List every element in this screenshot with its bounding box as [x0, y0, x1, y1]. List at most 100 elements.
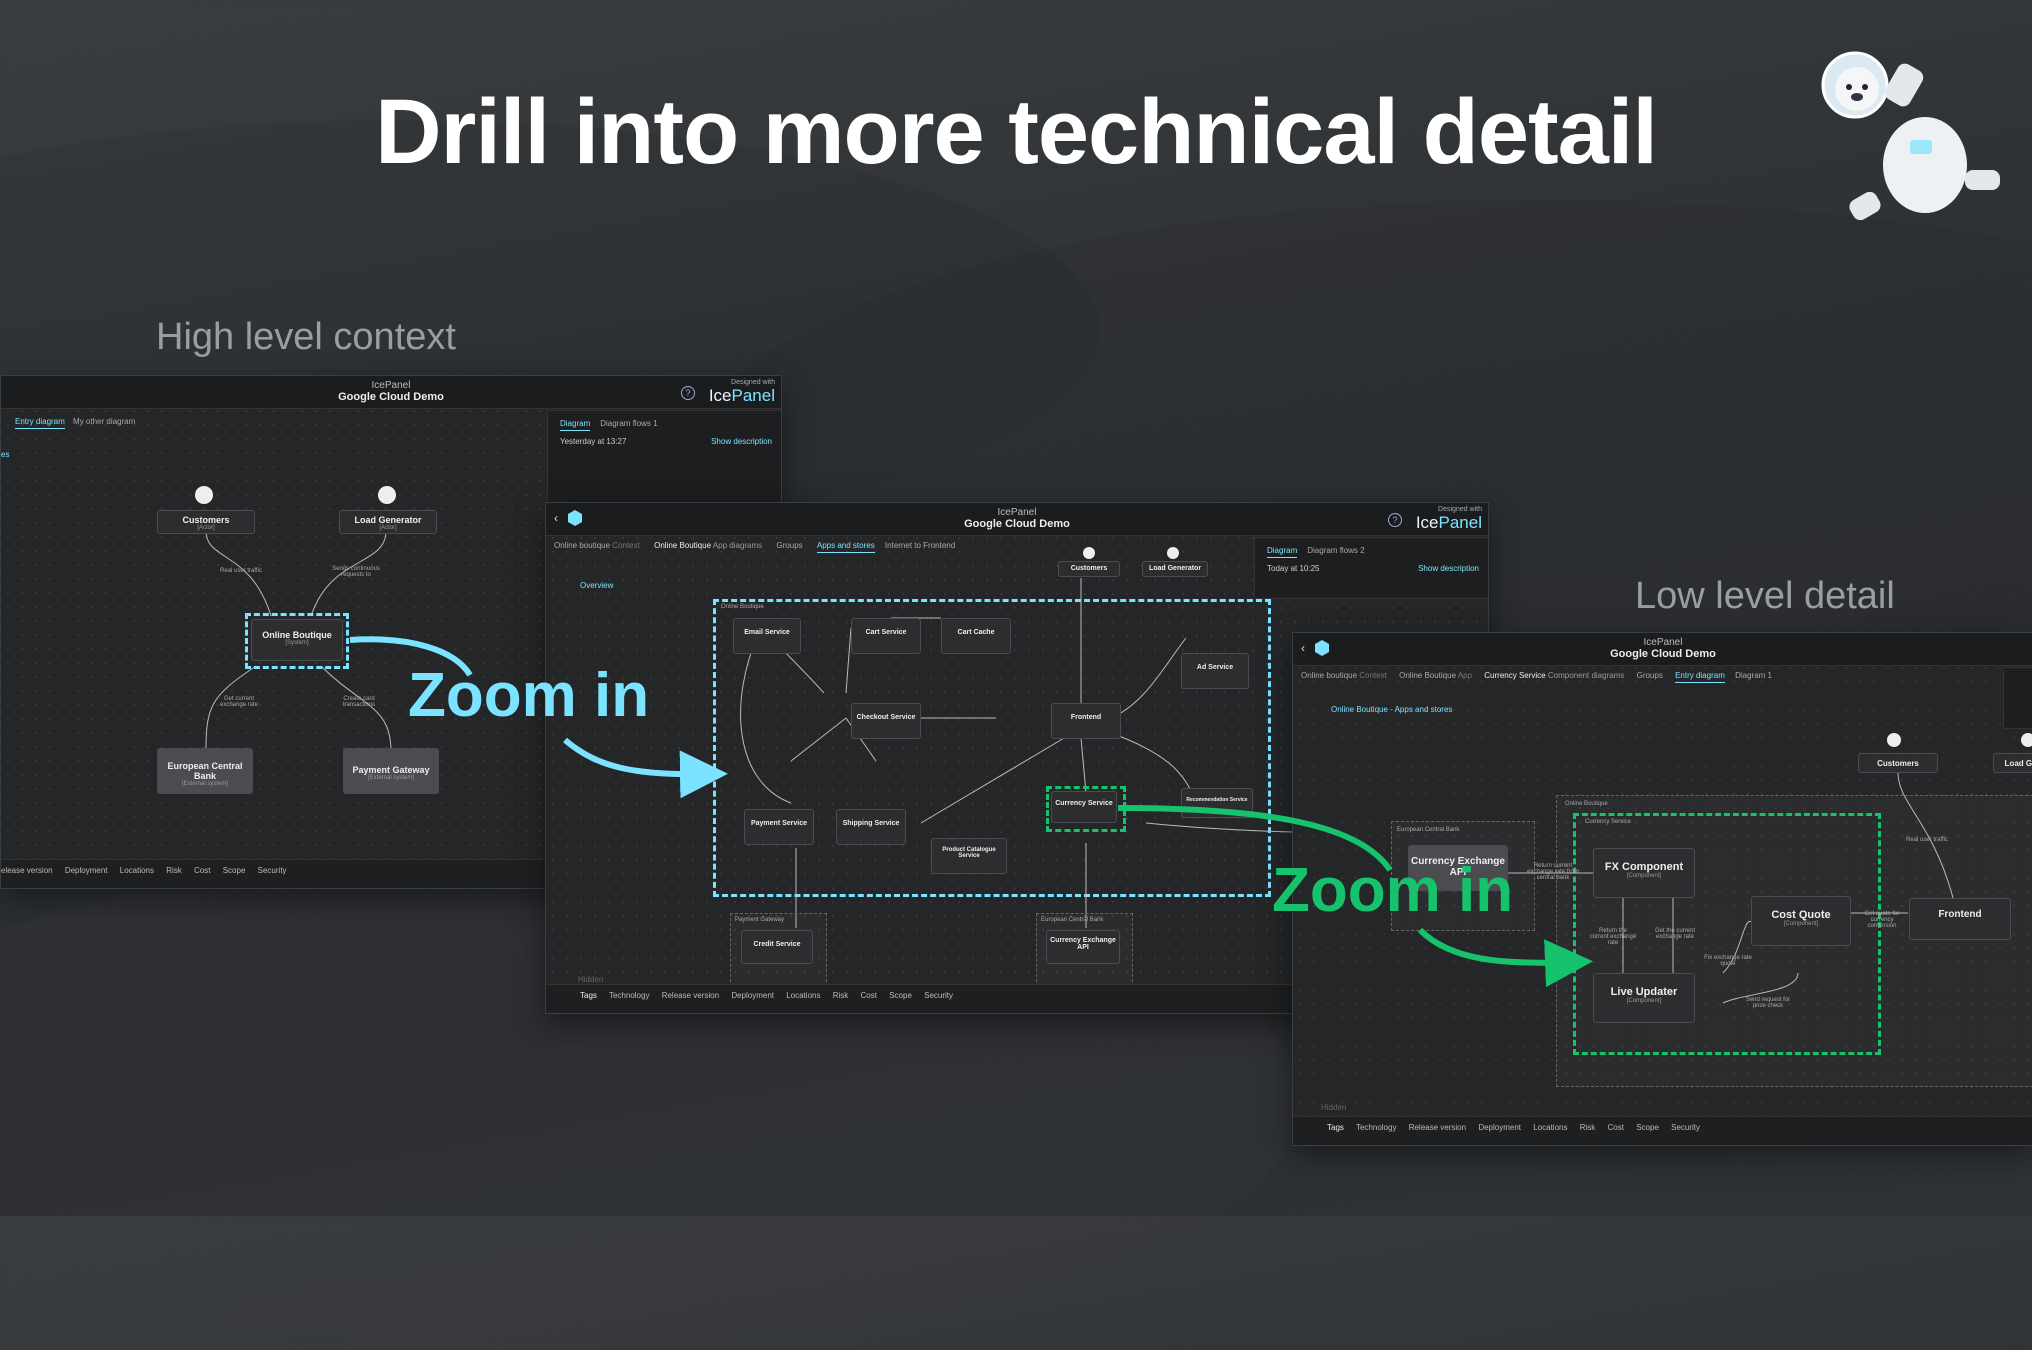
node-load-generator[interactable]: Load Generator	[1142, 561, 1208, 577]
node-label: Email Service	[744, 629, 790, 636]
node-label: Currency Exchange API	[1050, 937, 1116, 951]
locations-filter[interactable]: Locations	[119, 866, 154, 875]
node-load-generator[interactable]: Load Generator[Actor]	[339, 510, 437, 534]
node-cart-cache[interactable]: Cart Cache	[941, 618, 1011, 654]
overview-link[interactable]: Overview	[580, 581, 614, 590]
deployment-filter[interactable]: Deployment	[731, 991, 774, 1000]
node-ad-service[interactable]: Ad Service	[1181, 653, 1249, 689]
node-frontend[interactable]: Frontend	[1051, 703, 1121, 739]
node-credit-service[interactable]: Credit Service	[741, 930, 813, 964]
tab-entry-diagram[interactable]: Entry diagram	[15, 417, 65, 429]
node-type: [External system]	[367, 775, 414, 781]
security-filter[interactable]: Security	[1671, 1123, 1701, 1132]
tab-diagram-1[interactable]: Diagram 1	[1735, 671, 1772, 680]
node-cart-service[interactable]: Cart Service	[851, 618, 921, 654]
node-label: Online Boutique	[262, 630, 332, 640]
node-cost-quote[interactable]: Cost Quote[Component]	[1751, 896, 1851, 946]
node-payment-service[interactable]: Payment Service	[744, 809, 814, 845]
crumb-title: Currency Service	[1484, 671, 1546, 680]
tab-internet-to-frontend[interactable]: Internet to Frontend	[884, 541, 956, 550]
group-label: Currency Service	[1585, 819, 1632, 825]
breadcrumb-app[interactable]: Online Boutique App diagrams	[654, 541, 762, 550]
technology-filter[interactable]: Technology	[1355, 1123, 1397, 1132]
release-version-filter[interactable]: Release version	[661, 991, 720, 1000]
node-customers[interactable]: Customers	[1858, 753, 1938, 773]
icepanel-logo: IcePanel	[1416, 513, 1482, 533]
node-label: European Central Bank	[167, 761, 243, 781]
node-email-service[interactable]: Email Service	[733, 618, 801, 654]
security-filter[interactable]: Security	[924, 991, 954, 1000]
scope-filter[interactable]: Scope	[889, 991, 912, 1000]
node-frontend[interactable]: Frontend	[1909, 898, 2011, 940]
breadcrumb-context[interactable]: Online boutique Context	[554, 541, 640, 550]
cost-filter[interactable]: Cost	[194, 866, 211, 875]
breadcrumb-app[interactable]: Online Boutique App	[1399, 671, 1472, 680]
node-online-boutique[interactable]: Online Boutique[System]	[251, 619, 343, 661]
brand: IcePanel	[997, 507, 1037, 518]
back-to-apps-link[interactable]: Online Boutique - Apps and stores	[1331, 705, 1453, 714]
cost-filter[interactable]: Cost	[860, 991, 877, 1000]
node-label: Cost Quote	[1771, 909, 1831, 921]
groups-dropdown[interactable]: Groups	[776, 541, 803, 550]
back-icon[interactable]: ‹	[1301, 641, 1305, 655]
tab-entry-diagram[interactable]: Entry diagram	[1675, 671, 1725, 683]
node-shipping-service[interactable]: Shipping Service	[836, 809, 906, 845]
tags-toggle[interactable]: Tags	[580, 991, 597, 1000]
hidden-toggle[interactable]: Hidden	[1321, 1103, 1347, 1112]
locations-filter[interactable]: Locations	[1533, 1123, 1568, 1132]
node-fx-component[interactable]: FX Component[Component]	[1593, 848, 1695, 898]
cost-filter[interactable]: Cost	[1607, 1123, 1624, 1132]
node-currency-exchange-api[interactable]: Currency Exchange API	[1408, 845, 1508, 891]
crumb-title: Online boutique	[554, 541, 611, 550]
node-load-generator[interactable]: Load Gen	[1993, 753, 2032, 773]
release-version-filter[interactable]: Release version	[1408, 1123, 1467, 1132]
person-icon	[195, 486, 213, 504]
tab-diagram-flows[interactable]: Diagram flows 2	[1307, 546, 1365, 555]
deployment-filter[interactable]: Deployment	[64, 866, 108, 875]
risk-filter[interactable]: Risk	[832, 991, 849, 1000]
tab-diagram[interactable]: Diagram	[560, 419, 591, 431]
help-icon[interactable]: ?	[1388, 513, 1402, 527]
project-name: Google Cloud Demo	[338, 391, 444, 403]
hidden-toggle[interactable]: Hidden	[578, 975, 604, 984]
breadcrumb-component[interactable]: Currency Service Component diagrams	[1484, 671, 1624, 680]
node-customers[interactable]: Customers	[1058, 561, 1120, 577]
node-payment-gateway[interactable]: Payment Gateway[External system]	[343, 748, 439, 794]
tab-diagram[interactable]: Diagram	[1267, 546, 1298, 558]
node-european-central-bank[interactable]: European Central Bank[External system]	[157, 748, 253, 794]
tab-diagram-flows[interactable]: Diagram flows 1	[600, 419, 658, 428]
show-description-button[interactable]: Show description	[711, 437, 772, 446]
risk-filter[interactable]: Risk	[1579, 1123, 1596, 1132]
project-name: Google Cloud Demo	[1610, 648, 1716, 660]
node-currency-service[interactable]: Currency Service	[1051, 791, 1117, 823]
security-filter[interactable]: Security	[257, 866, 287, 875]
release-version-filter[interactable]: elease version	[1, 866, 53, 875]
node-type: [System]	[285, 640, 309, 646]
locations-filter[interactable]: Locations	[786, 991, 821, 1000]
node-live-updater[interactable]: Live Updater[Component]	[1593, 973, 1695, 1023]
technology-filter[interactable]: Technology	[608, 991, 650, 1000]
node-checkout-service[interactable]: Checkout Service	[851, 703, 921, 739]
crumb-title: Online Boutique	[1399, 671, 1457, 680]
node-label: Product Catalogue Service	[942, 847, 996, 859]
scope-filter[interactable]: Scope	[1636, 1123, 1659, 1132]
edge-label: Fix exchange rate quote	[1704, 955, 1752, 967]
high-level-label: High level context	[156, 316, 456, 358]
updated-time: Yesterday at 13:27	[560, 437, 627, 446]
deployment-filter[interactable]: Deployment	[1478, 1123, 1521, 1132]
side-label: es	[1, 450, 10, 459]
scope-filter[interactable]: Scope	[222, 866, 246, 875]
tags-toggle[interactable]: Tags	[1327, 1123, 1344, 1132]
show-description-button[interactable]: Show description	[1418, 564, 1479, 573]
help-icon[interactable]: ?	[681, 386, 695, 400]
groups-dropdown[interactable]: Groups	[1636, 671, 1663, 680]
node-label: Payment Service	[750, 820, 808, 827]
tab-my-other-diagram[interactable]: My other diagram	[73, 417, 136, 426]
node-currency-exchange-api[interactable]: Currency Exchange API	[1046, 930, 1120, 964]
back-icon[interactable]: ‹	[554, 511, 558, 525]
breadcrumb-context[interactable]: Online boutique Context	[1301, 671, 1387, 680]
risk-filter[interactable]: Risk	[166, 866, 182, 875]
tab-apps-and-stores[interactable]: Apps and stores	[816, 541, 875, 553]
node-product-catalogue-service[interactable]: Product Catalogue Service	[931, 838, 1007, 874]
node-customers[interactable]: Customers[Actor]	[157, 510, 255, 534]
